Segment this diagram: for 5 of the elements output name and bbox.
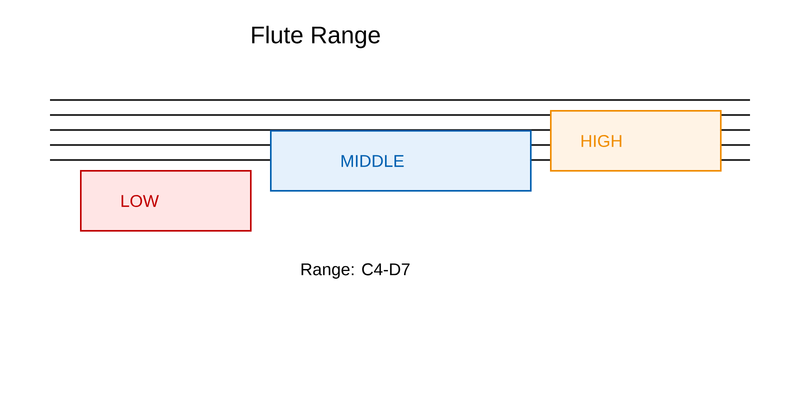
range-box: HIGH	[550, 110, 722, 172]
range-box: LOW	[80, 170, 252, 232]
title: Flute Range	[252, 26, 380, 48]
range-note: Range: C4-D7	[302, 263, 410, 279]
range-box: MIDDLE	[270, 130, 532, 192]
